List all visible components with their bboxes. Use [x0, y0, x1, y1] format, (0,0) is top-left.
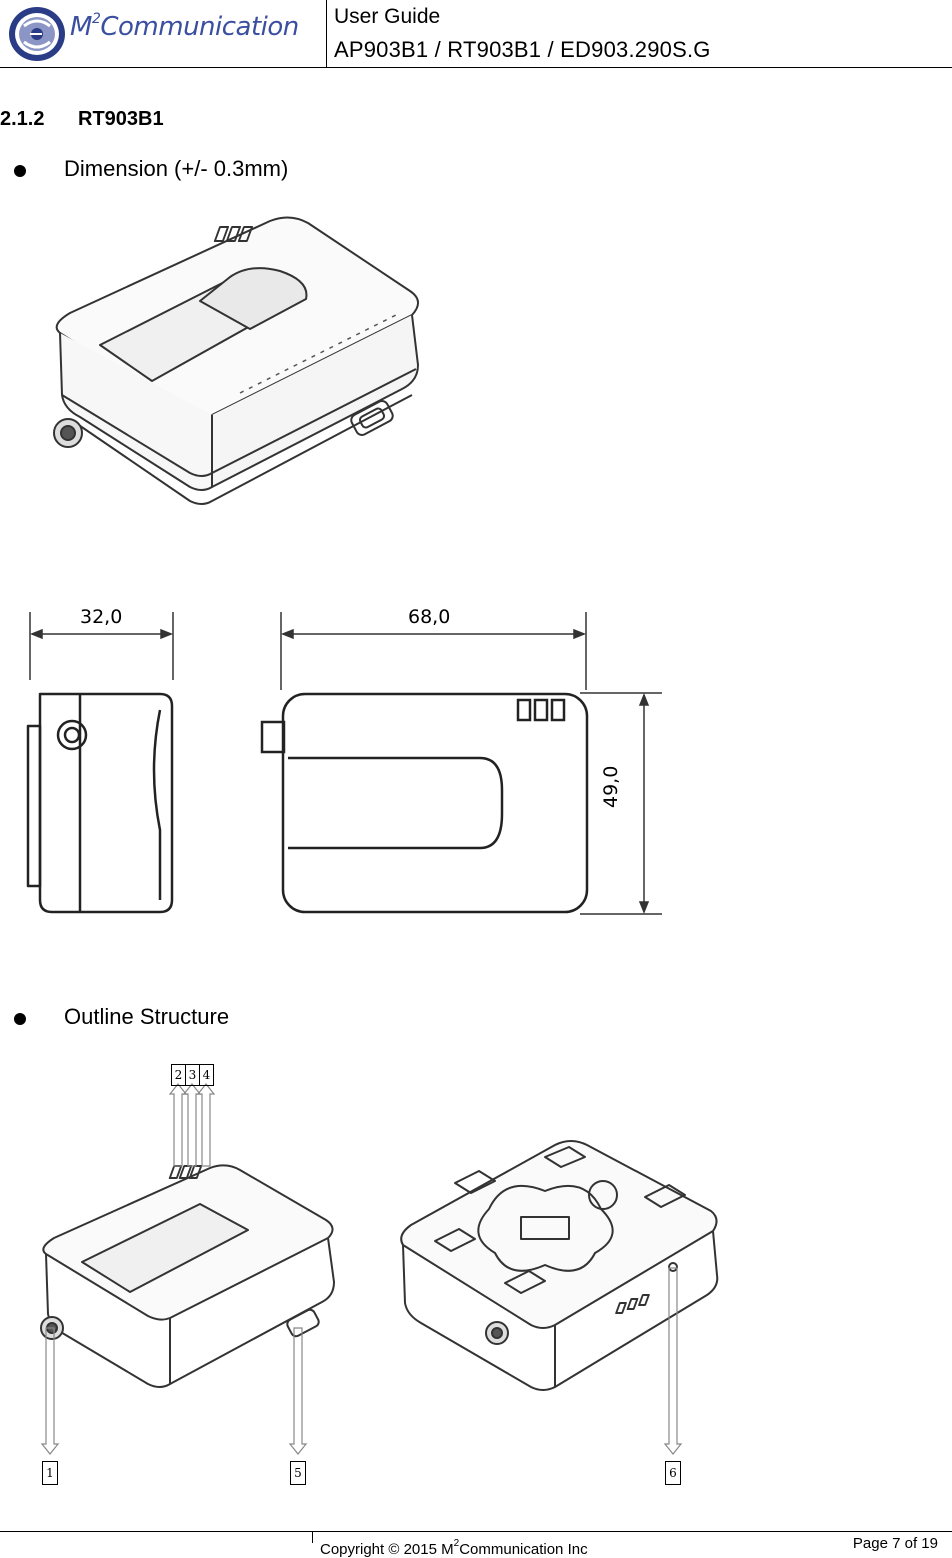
dimension-depth-label: 32,0 — [80, 606, 123, 628]
callout-arrows — [40, 1083, 683, 1455]
bullet-icon — [14, 165, 26, 177]
footer-copyright: Copyright © 2015 M2Communication Inc — [320, 1538, 588, 1558]
outline-device-bottom-drawing — [400, 1140, 719, 1391]
bullet-text: Outline Structure — [64, 1004, 230, 1029]
callout-box-1: 1 — [42, 1461, 58, 1485]
callout-box-6: 6 — [665, 1461, 681, 1485]
header-divider — [326, 0, 327, 68]
section-title: RT903B1 — [78, 108, 164, 130]
header-rule — [0, 67, 952, 68]
device-side-view-drawing — [26, 612, 174, 914]
device-isometric-drawing — [53, 216, 419, 505]
device-top-view-drawing — [260, 612, 662, 915]
callout-label: 6 — [669, 1466, 677, 1480]
bullet-icon — [14, 1013, 26, 1025]
callout-label: 2 — [174, 1068, 183, 1082]
section-heading: 2.1.2 RT903B1 — [0, 108, 164, 131]
callout-box-5: 5 — [290, 1461, 306, 1485]
callout-label: 5 — [294, 1466, 302, 1480]
callout-box-3: 3 — [185, 1064, 200, 1086]
footer-rule — [0, 1531, 952, 1532]
dimension-width-label: 68,0 — [408, 606, 451, 628]
footer-divider — [312, 1531, 313, 1543]
bullet-dimension: Dimension (+/- 0.3mm) — [0, 156, 600, 184]
callout-box-4: 4 — [199, 1064, 214, 1086]
callout-label: 4 — [202, 1068, 211, 1082]
document-models: AP903B1 / RT903B1 / ED903.290S.G — [334, 37, 711, 62]
outline-device-top-drawing — [40, 1164, 335, 1388]
callout-box-2: 2 — [171, 1064, 186, 1086]
company-logo-wordmark: M2Communication — [70, 11, 299, 42]
document-type: User Guide — [334, 5, 441, 28]
dimension-height-label: 49,0 — [600, 765, 622, 808]
bullet-text: Dimension (+/- 0.3mm) — [64, 156, 289, 181]
footer-page-number: Page 7 of 19 — [852, 1535, 938, 1552]
callout-label: 1 — [46, 1466, 54, 1480]
callout-label: 3 — [188, 1068, 197, 1082]
company-logo-icon — [9, 7, 65, 61]
section-number: 2.1.2 — [0, 108, 45, 130]
bullet-outline-structure: Outline Structure — [0, 1004, 600, 1032]
